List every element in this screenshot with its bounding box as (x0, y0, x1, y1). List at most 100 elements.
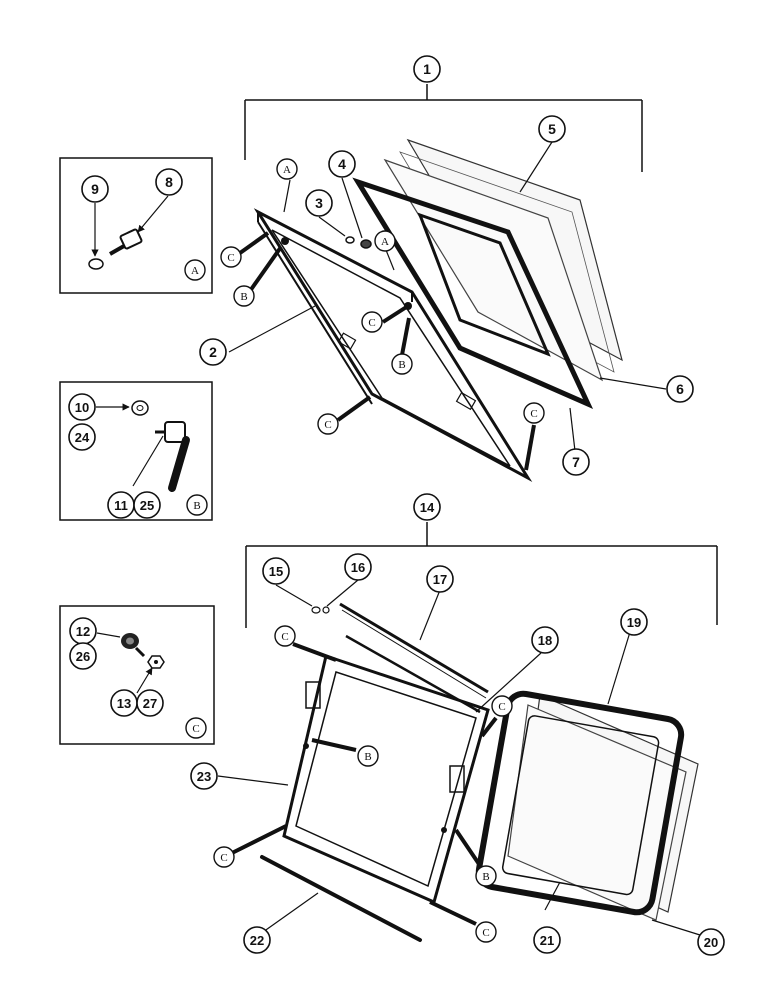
screw-part-4 (360, 239, 372, 249)
letter-label: C (192, 723, 199, 735)
callout-10: 10 (68, 393, 96, 421)
letter-marker-a: A (276, 158, 298, 180)
callout-12: 12 (69, 617, 97, 645)
callout-15: 15 (262, 557, 290, 585)
letter-marker-c: C (213, 846, 235, 868)
rail-part-17 (339, 602, 489, 699)
knob-part-12 (121, 633, 146, 658)
callout-label: 14 (420, 500, 435, 515)
bracket-assembly-1 (244, 84, 643, 172)
callout-9: 9 (81, 175, 109, 203)
letter-label: B (240, 291, 247, 303)
letter-label: C (482, 927, 489, 939)
glass-pane-part-19 (507, 704, 687, 921)
callout-16: 16 (344, 553, 372, 581)
callout-20: 20 (697, 928, 725, 956)
callout-label: 3 (315, 195, 323, 211)
bracket-assembly-14 (245, 522, 718, 628)
callout-27: 27 (136, 689, 164, 717)
callout-17: 17 (426, 565, 454, 593)
callout-label: 27 (143, 696, 157, 711)
callout-4: 4 (328, 150, 356, 178)
callout-1: 1 (413, 55, 441, 83)
letter-marker-c: C (185, 717, 207, 739)
letter-label: C (281, 631, 288, 643)
letter-label: A (283, 164, 291, 176)
callout-label: 13 (117, 696, 131, 711)
letter-marker-c: C (361, 311, 383, 333)
callout-label: 22 (250, 933, 264, 948)
nut-part-16 (322, 606, 330, 614)
callout-label: 24 (75, 430, 90, 445)
callout-8: 8 (155, 168, 183, 196)
letter-marker-c: C (317, 413, 339, 435)
detail-box-a (59, 157, 213, 294)
callout-label: 6 (676, 381, 684, 397)
letter-label: C (220, 852, 227, 864)
letter-marker-b: B (233, 285, 255, 307)
callout-label: 23 (197, 769, 211, 784)
callout-22: 22 (243, 926, 271, 954)
callout-14: 14 (413, 493, 441, 521)
callout-26: 26 (69, 642, 97, 670)
detail-box-b (59, 381, 213, 521)
letter-marker-c: C (523, 402, 545, 424)
callout-label: 25 (140, 498, 154, 513)
handle-part-11 (155, 421, 190, 492)
callout-label: 11 (114, 498, 128, 513)
callout-label: 16 (351, 560, 365, 575)
letter-marker-c: C (491, 695, 513, 717)
callout-label: 4 (338, 156, 346, 172)
letter-marker-c: C (220, 246, 242, 268)
letter-label: C (368, 317, 375, 329)
letter-label: B (398, 359, 405, 371)
gasket-part-7 (352, 177, 594, 409)
letter-label: A (191, 265, 199, 277)
callout-label: 21 (540, 933, 554, 948)
callout-label: 5 (548, 121, 556, 137)
washer-part-10 (131, 400, 149, 416)
callout-label: 12 (76, 624, 90, 639)
callout-13: 13 (110, 689, 138, 717)
letter-marker-a: A (184, 259, 206, 281)
callout-label: 18 (538, 633, 552, 648)
callout-label: 10 (75, 400, 89, 415)
callout-3: 3 (305, 189, 333, 217)
letter-marker-b: B (186, 494, 208, 516)
callout-23: 23 (190, 762, 218, 790)
screw-part-8 (109, 228, 143, 256)
callout-label: 2 (209, 344, 217, 360)
letter-label: B (482, 871, 489, 883)
callout-5: 5 (538, 115, 566, 143)
callout-2: 2 (199, 338, 227, 366)
letter-marker-c: C (274, 625, 296, 647)
screw-part-3 (345, 236, 355, 244)
letter-marker-b: B (475, 865, 497, 887)
callout-label: 19 (627, 615, 641, 630)
callout-label: 20 (704, 935, 718, 950)
callout-21: 21 (533, 926, 561, 954)
callout-25: 25 (133, 491, 161, 519)
callout-24: 24 (68, 423, 96, 451)
callout-19: 19 (620, 608, 648, 636)
washer-part-9 (88, 258, 104, 270)
callout-7: 7 (562, 448, 590, 476)
letter-marker-c: C (475, 921, 497, 943)
letter-label: C (324, 419, 331, 431)
callout-label: 8 (165, 174, 173, 190)
letter-markers: A A C B C B C C A B C C B C C B C (184, 158, 545, 943)
callout-18: 18 (531, 626, 559, 654)
callout-label: 15 (269, 564, 283, 579)
gasket-part-21 (475, 690, 685, 916)
letter-label: B (193, 500, 200, 512)
letter-marker-a: A (374, 230, 396, 252)
inner-pane-part-6 (383, 158, 604, 382)
letter-label: B (364, 751, 371, 763)
letter-label: C (498, 701, 505, 713)
rail-part-18 (345, 634, 481, 714)
callout-11: 11 (107, 491, 135, 519)
letter-label: C (530, 408, 537, 420)
nut-part-13 (147, 655, 165, 669)
